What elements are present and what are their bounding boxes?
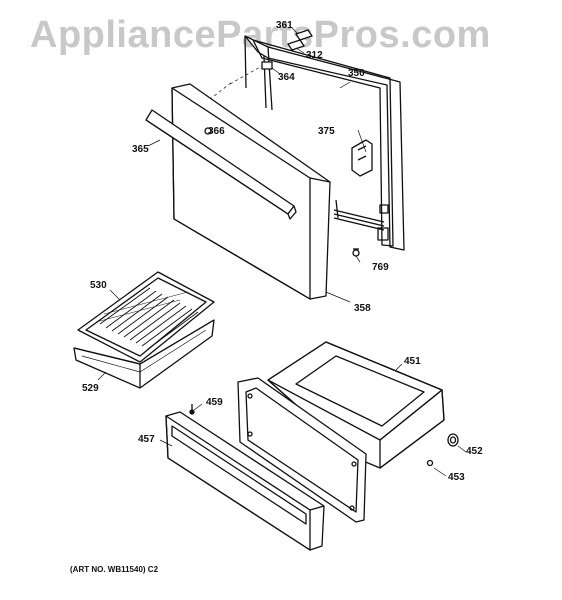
door-handle: [145, 109, 297, 220]
art-number-caption: (ART NO. WB11540) C2: [70, 565, 159, 574]
drawer-foot-452: [447, 433, 459, 447]
callout-457: 457: [138, 434, 155, 445]
broiler-pan: [73, 319, 215, 389]
callout-312: 312: [306, 50, 323, 61]
leader-lines-pans: [97, 289, 121, 381]
broiler-rack: [77, 271, 215, 363]
callout-453: 453: [448, 472, 465, 483]
callout-375: 375: [318, 126, 335, 137]
screw-459: [189, 404, 195, 415]
callout-361: 361: [276, 20, 293, 31]
callout-366: 366: [208, 126, 225, 137]
screw-453: [426, 459, 434, 467]
callout-529: 529: [82, 383, 99, 394]
screw-769: [352, 248, 360, 257]
leader-lines-drawer: [159, 363, 467, 477]
callout-358: 358: [354, 303, 371, 314]
outer-door-panel: [171, 83, 331, 300]
clip-parts: [261, 29, 313, 70]
drawer-front-panel: [165, 411, 325, 551]
callout-769: 769: [372, 262, 389, 273]
callout-451: 451: [404, 356, 421, 367]
drawer-front-frame: [237, 377, 367, 523]
callout-350: 350: [348, 68, 365, 79]
callout-459: 459: [206, 397, 223, 408]
callout-452: 452: [466, 446, 483, 457]
callout-364: 364: [278, 72, 295, 83]
hinge-bracket: [351, 139, 373, 177]
drawer-body: [267, 341, 445, 469]
inner-door-liner: [244, 35, 405, 251]
callout-365: 365: [132, 144, 149, 155]
callout-530: 530: [90, 280, 107, 291]
